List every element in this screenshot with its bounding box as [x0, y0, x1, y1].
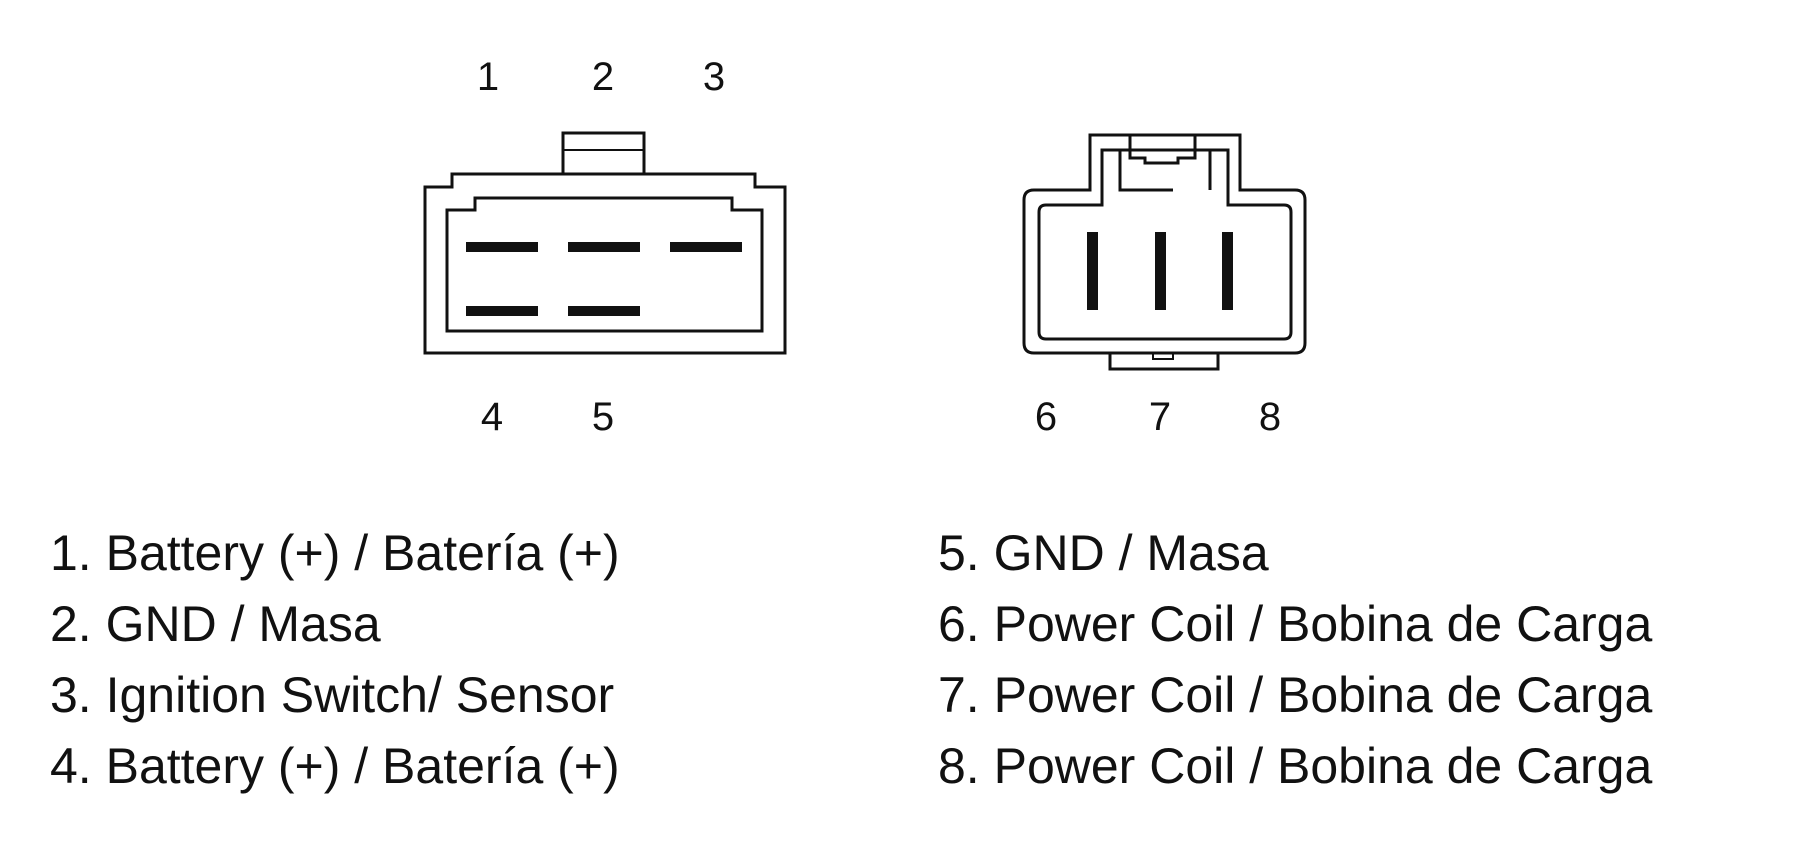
pin-label-4: 4: [481, 395, 503, 439]
connector-b-lock-right: [1208, 150, 1230, 190]
legend-item-4: 4. Battery (+) / Batería (+): [50, 738, 620, 794]
connector-a-pin-2: [568, 242, 640, 252]
connector-b-lock-left: [1100, 150, 1173, 192]
legend-item-6: 6. Power Coil / Bobina de Carga: [938, 596, 1653, 652]
connector-a-cavity: [445, 196, 764, 333]
legend-item-1: 1. Battery (+) / Batería (+): [50, 525, 620, 581]
connector-b-lock-tooth: [1128, 135, 1197, 165]
connector-a-pin-5: [568, 306, 640, 316]
legend-item-3: 3. Ignition Switch/ Sensor: [50, 667, 615, 723]
connector-a-pin-1: [466, 242, 538, 252]
pin-legend-left: 1. Battery (+) / Batería (+) 2. GND / Ma…: [50, 518, 620, 802]
connector-a-latch: [561, 131, 646, 174]
pin-label-3: 3: [703, 55, 725, 99]
legend-item-7: 7. Power Coil / Bobina de Carga: [938, 667, 1653, 723]
connector-a: 1 2 3 4 5: [423, 55, 787, 439]
connector-a-pin-3: [670, 242, 742, 252]
legend-item-8: 8. Power Coil / Bobina de Carga: [938, 738, 1653, 794]
connector-a-pin-4: [466, 306, 538, 316]
legend-item-2: 2. GND / Masa: [50, 596, 381, 652]
pin-label-1: 1: [477, 55, 499, 99]
connector-b-pin-7: [1155, 232, 1166, 310]
connector-b-pin-6: [1087, 232, 1098, 310]
connector-b-key: [1108, 353, 1220, 371]
pin-label-7: 7: [1149, 395, 1171, 439]
pin-label-6: 6: [1035, 395, 1057, 439]
connector-b-cavity: [1037, 148, 1293, 341]
pin-label-2: 2: [592, 55, 614, 99]
legend-item-5: 5. GND / Masa: [938, 525, 1269, 581]
pin-legend-right: 5. GND / Masa 6. Power Coil / Bobina de …: [938, 518, 1652, 802]
connector-b-housing: [1022, 133, 1307, 355]
pin-label-5: 5: [592, 395, 614, 439]
connector-a-housing: [423, 172, 787, 355]
pin-label-8: 8: [1259, 395, 1281, 439]
connector-b-pin-8: [1222, 232, 1233, 310]
connector-b: 6 7 8: [1022, 133, 1307, 439]
connector-b-key-notch: [1152, 352, 1174, 360]
